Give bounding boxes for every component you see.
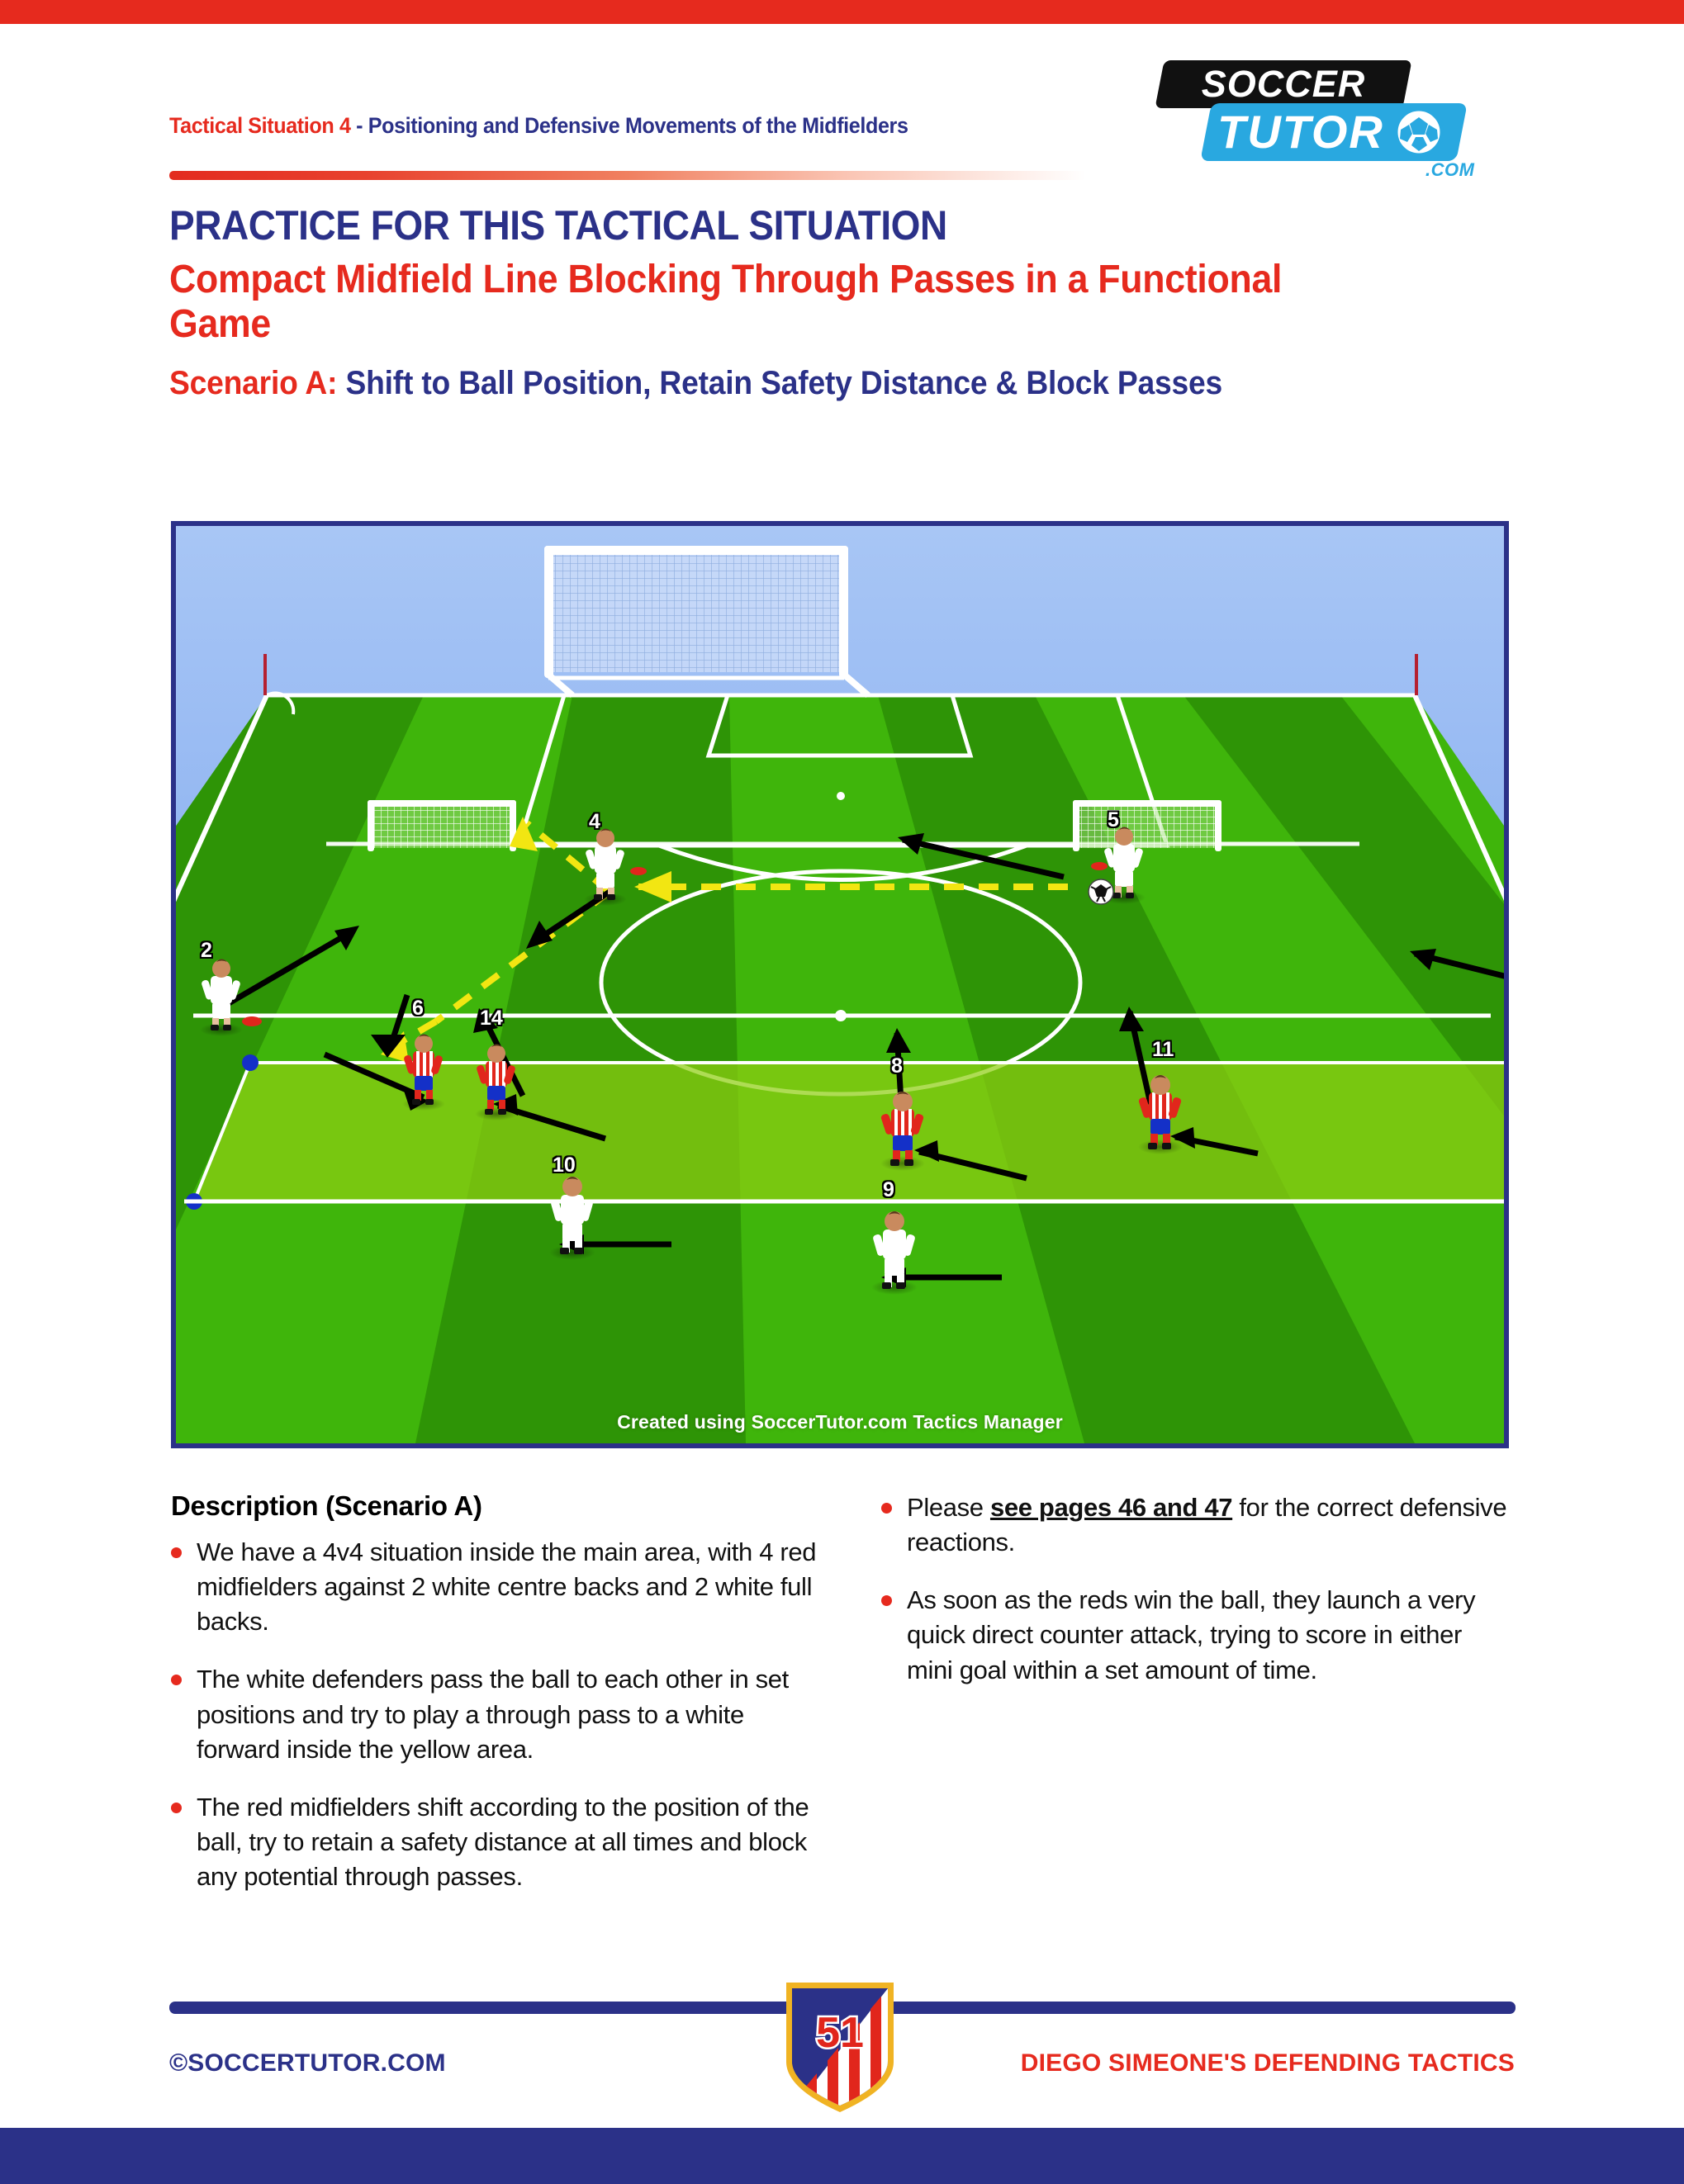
list-item: As soon as the reds win the ball, they l… [881, 1583, 1509, 1687]
bullet-dot-icon [881, 1595, 892, 1607]
bottom-accent-bar [0, 2128, 1684, 2184]
pass-arrowhead-left [634, 871, 671, 902]
bullet-text: We have a 4v4 situation inside the main … [197, 1537, 817, 1637]
bullet-text-pre: Please [907, 1493, 990, 1522]
footer-book-title: DIEGO SIMEONE'S DEFENDING TACTICS [1020, 2049, 1515, 2077]
practice-subtitle: Compact Midfield Line Blocking Through P… [169, 258, 1283, 346]
bullet-dot-icon [171, 1675, 182, 1686]
yellow-zone [186, 1054, 1504, 1210]
scenario-label: Scenario A: [169, 364, 338, 401]
bullet-text-post: for the correct defensive reactions. [907, 1493, 1507, 1557]
bullet-text: The white defenders pass the ball to eac… [197, 1665, 789, 1764]
player-6-red [402, 1034, 445, 1111]
scenario-text: Shift to Ball Position, Retain Safety Di… [345, 364, 1223, 401]
bullet-dot-icon [881, 1503, 892, 1514]
top-accent-bar [0, 0, 1684, 24]
soccer-ball-icon [1393, 107, 1444, 158]
logo-soccer-text: SOCCER [1201, 63, 1366, 105]
mini-goal-left [368, 800, 516, 851]
header-eyebrow-red: Tactical Situation 4 [169, 113, 351, 138]
list-item: Please see pages 46 and 47 for the corre… [881, 1490, 1509, 1560]
footer-copyright: ©SOCCERTUTOR.COM [169, 2049, 446, 2077]
list-item: The white defenders pass the ball to eac… [171, 1662, 823, 1766]
bullet-text: Please see pages 46 and 47 for the corre… [907, 1490, 1509, 1560]
page-reference-link[interactable]: see pages 46 and 47 [989, 1493, 1233, 1522]
soccertutor-logo: SOCCER TUTOR .COM [1151, 60, 1506, 184]
cone-markers [242, 862, 1108, 1026]
practice-title: PRACTICE FOR THIS TACTICAL SITUATION [169, 202, 947, 249]
player-8-red [880, 1092, 925, 1171]
header-eyebrow-rest: - Positioning and Defensive Movements of… [350, 113, 908, 138]
header-divider [169, 171, 1086, 180]
match-ball [1088, 879, 1114, 905]
list-item: The red midfielders shift according to t… [171, 1790, 823, 1894]
pitch-svg [176, 526, 1504, 1443]
movement-arrowheads [334, 833, 1436, 1287]
description-left-column: Description (Scenario A) We have a 4v4 s… [171, 1490, 823, 1917]
mini-goal-right [1073, 800, 1221, 851]
description-heading: Description (Scenario A) [171, 1490, 482, 1521]
list-item: We have a 4v4 situation inside the main … [171, 1535, 823, 1639]
player-10-white [549, 1177, 595, 1260]
player-4-white [584, 828, 627, 906]
logo-com-text: .COM [1425, 159, 1475, 180]
bullet-dot-icon [171, 1802, 182, 1813]
title-block: PRACTICE FOR THIS TACTICAL SITUATION Com… [169, 205, 1524, 402]
description-right-column: Please see pages 46 and 47 for the corre… [881, 1490, 1509, 1711]
club-crest-badge: 51 [778, 1979, 902, 2115]
tactics-diagram: 2 3 4 5 6 8 9 10 11 14 Created using Soc… [171, 521, 1509, 1448]
page-header: Tactical Situation 4 - Positioning and D… [0, 24, 1684, 180]
bullet-text: As soon as the reds win the ball, they l… [907, 1585, 1476, 1684]
player-2-white [200, 959, 243, 1036]
header-eyebrow: Tactical Situation 4 - Positioning and D… [169, 113, 908, 139]
pass-arrowhead-minigoal [510, 817, 538, 851]
page-number-text: 51 [816, 2009, 864, 2057]
player-14-red [475, 1044, 518, 1120]
diagram-watermark: Created using SoccerTutor.com Tactics Ma… [617, 1411, 1063, 1433]
page-footer: 51 ©SOCCERTUTOR.COM DIEGO SIMEONE'S DEFE… [0, 1983, 1684, 2128]
bullet-text: The red midfielders shift according to t… [197, 1792, 809, 1892]
logo-soccer-banner: SOCCER [1155, 60, 1412, 108]
scenario-heading: Scenario A: Shift to Ball Position, Reta… [169, 365, 1429, 402]
player-9-white [871, 1211, 918, 1295]
player-11-red [1138, 1075, 1183, 1154]
bullet-dot-icon [171, 1547, 182, 1558]
main-goal [544, 546, 870, 699]
